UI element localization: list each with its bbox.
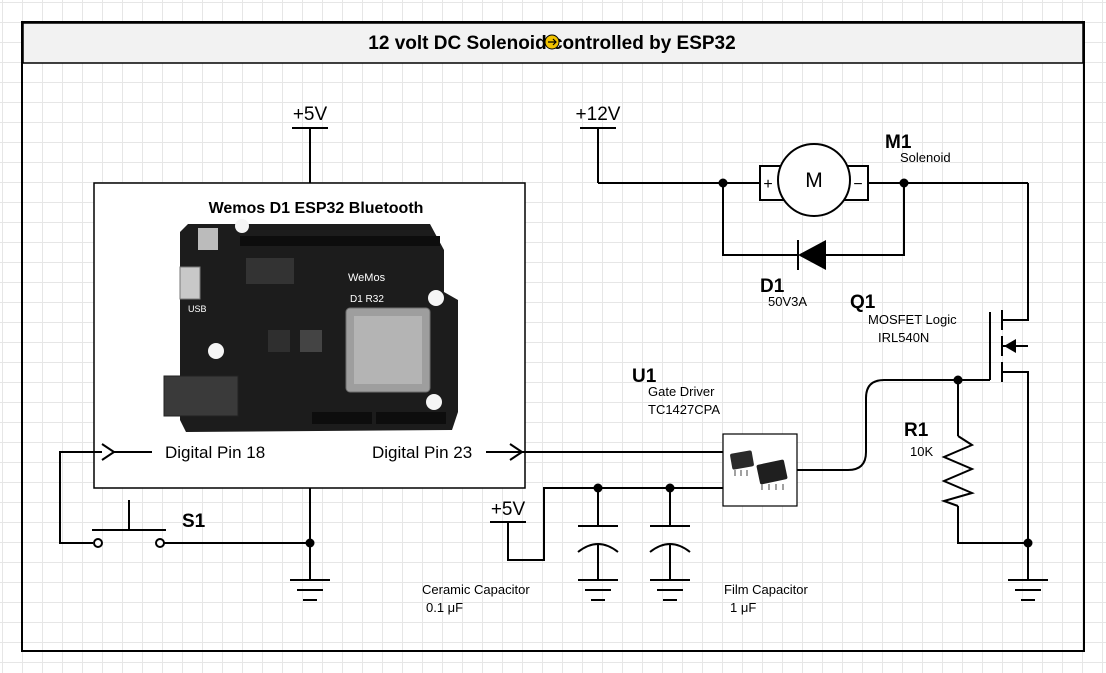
pin18-label: Digital Pin 18 [165,443,265,462]
r1-value: 10K [910,444,933,459]
usb-connector [179,266,201,300]
vcc-motor-label: +12V [576,104,621,125]
c-film-label: Film Capacitor [724,582,808,597]
title-marker-arrow-icon [548,38,557,46]
capacitor-film-symbol [649,488,691,580]
c-film-value: 1 μF [730,600,756,615]
s1-actuator [92,500,166,531]
s1-contact-right [155,538,165,548]
ground-symbol-1 [290,579,330,601]
junction-dot [718,178,728,188]
c-ceramic-value: 0.1 μF [426,600,463,615]
u1-ref: U1 [632,366,657,387]
silk-usb: USB [188,304,207,314]
q1-ref: Q1 [850,292,876,313]
dc-jack [163,375,239,417]
diode-d1-symbol [798,240,826,270]
silk-model: D1 R32 [350,294,384,305]
mosfet-q1-source [1002,345,1029,543]
diode-d1-wiring [722,183,905,256]
s1-ref: S1 [182,511,206,532]
u1-value-1: Gate Driver [648,384,715,399]
diagram-frame [21,21,1085,652]
r1-ref: R1 [904,420,929,441]
vcc-board-symbol [292,127,328,183]
resistor-r1-symbol [940,435,975,507]
q1-value-2: IRL540N [878,330,929,345]
solenoid-minus: − [853,176,862,193]
s1-contact-left [93,538,103,548]
dip8-chip-icon [730,450,788,490]
switch-s1-wiring [59,451,310,544]
vcc-board-label: +5V [293,104,328,125]
d1-value: 50V3A [768,294,807,309]
vcc-motor-symbol [580,127,616,183]
vcc-driver-symbol [490,487,723,561]
solenoid-motor-symbol [777,143,851,217]
board-title: Wemos D1 ESP32 Bluetooth [209,200,424,217]
solenoid-symbol-letter: M [805,169,823,192]
resistor-r1-wiring [957,380,1028,544]
junction-dot [899,178,909,188]
solenoid-plus: + [763,176,772,193]
gate-drive-wire [797,379,990,471]
ground-symbol-2 [1008,543,1048,601]
capacitor-ceramic-symbol [577,488,619,580]
q1-value-1: MOSFET Logic [868,312,957,327]
c-ceramic-label: Ceramic Capacitor [422,582,530,597]
silk-wemos: WeMos [348,272,386,284]
mosfet-q1-drain [1002,183,1029,321]
mosfet-arrow-icon [1004,339,1016,353]
vcc-driver-label: +5V [491,499,526,520]
junction-dot [305,538,315,548]
title-bar [22,22,1084,64]
ground-symbol-4 [650,579,690,601]
pin18-arrow-icon [101,443,152,461]
m1-value: Solenoid [900,150,951,165]
m1-ref: M1 [885,132,912,153]
board-photo: WeMos D1 R32 USB [163,219,458,432]
d1-ref: D1 [760,276,785,297]
u1-value-2: TC1427CPA [648,402,720,417]
pin23-label: Digital Pin 23 [372,443,472,462]
ground-symbol-3 [578,579,618,601]
